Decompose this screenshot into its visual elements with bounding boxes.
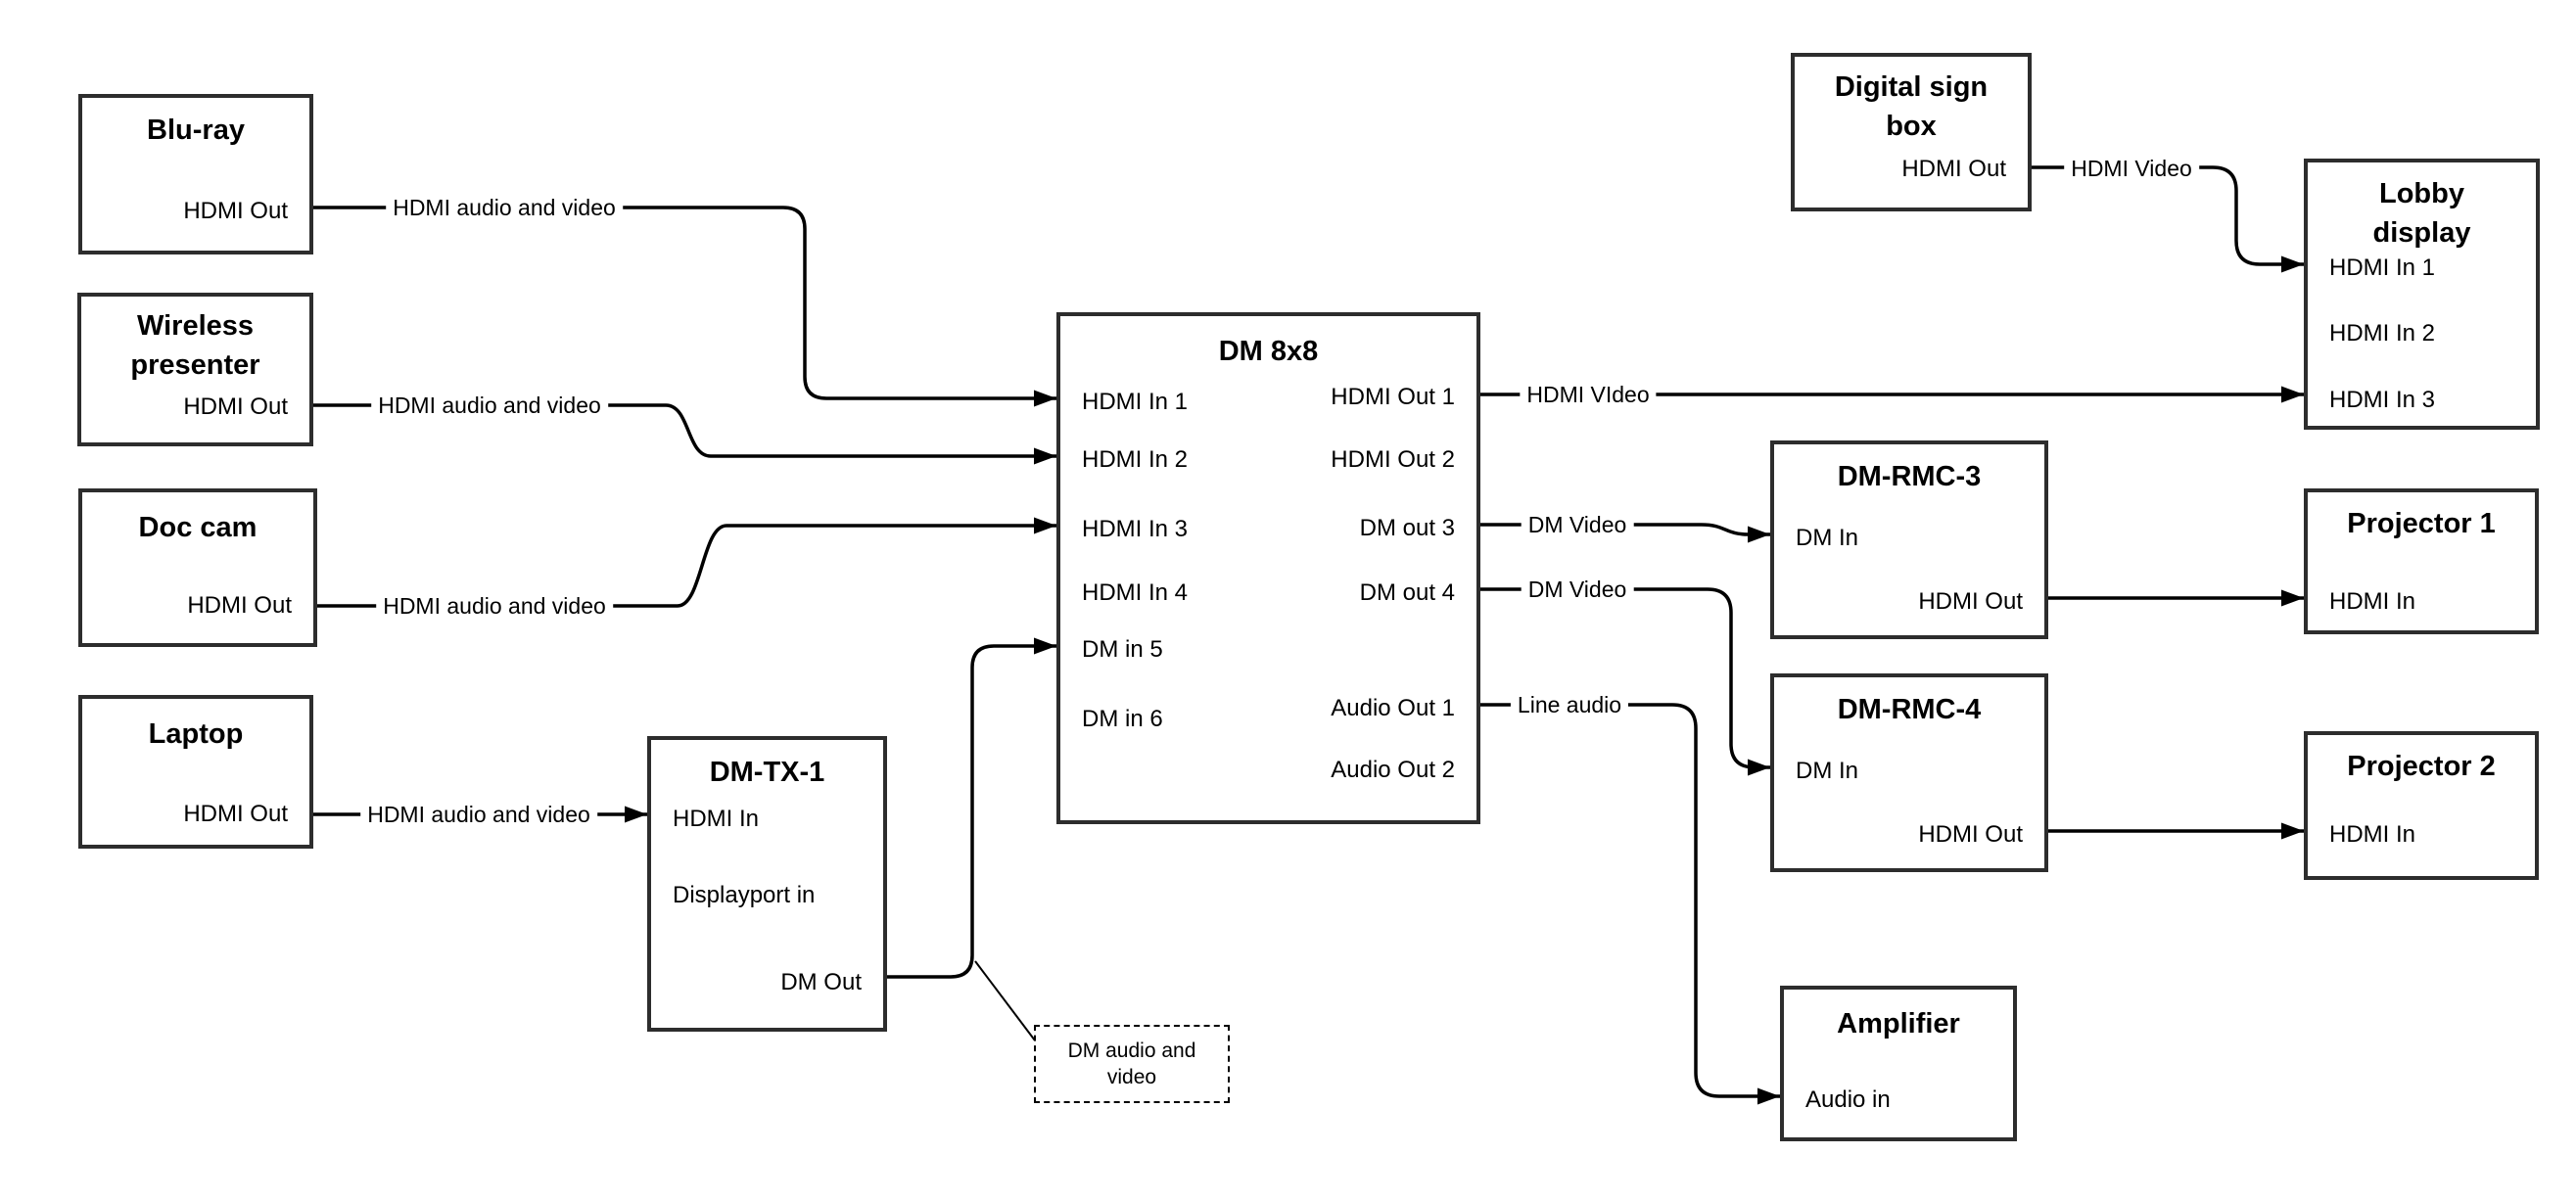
- projector-1-box: Projector 1 HDMI In: [2304, 488, 2539, 634]
- lobby-display-title: Lobby display: [2308, 174, 2536, 253]
- label-digital-sign-line: HDMI Video: [2064, 155, 2199, 182]
- amplifier-port-audio-in: Audio in: [1805, 1086, 1891, 1113]
- digital-sign-box: Digital sign box HDMI Out: [1791, 53, 2032, 211]
- connector-dm-out4-to-dmrmc4: [1480, 587, 1770, 776]
- label-dm-out-3-line: DM Video: [1521, 511, 1634, 538]
- wireless-presenter-port-hdmi-out: HDMI Out: [183, 393, 288, 420]
- projector-1-title: Projector 1: [2347, 508, 2496, 539]
- dm-audio-video-note: DM audio and video: [1034, 1025, 1230, 1103]
- dm-8x8-port-hdmi-out-1: HDMI Out 1: [1331, 384, 1455, 410]
- dm-8x8-port-hdmi-in-4: HDMI In 4: [1082, 579, 1189, 606]
- lobby-display-title-line2: display: [2372, 217, 2471, 249]
- connector-digitalsign-to-lobby-in1: [2032, 165, 2304, 273]
- connector-bluray-to-hdmi-in1: [313, 206, 1056, 407]
- dm-8x8-port-dm-in-5: DM in 5: [1082, 636, 1163, 663]
- wireless-presenter-title-line1: Wireless: [136, 310, 255, 342]
- dm-8x8-port-dm-in-6: DM in 6: [1082, 706, 1163, 732]
- dm-8x8-port-dm-out-3: DM out 3: [1359, 515, 1455, 541]
- projector-2-title: Projector 2: [2347, 751, 2496, 782]
- lobby-display-port-hdmi-in-1: HDMI In 1: [2329, 254, 2436, 281]
- lobby-display-port-hdmi-in-2: HDMI In 2: [2329, 320, 2436, 346]
- connector-dmtx1-to-dm-in5: [887, 637, 1056, 979]
- doc-cam-title: Doc cam: [138, 512, 258, 543]
- dm-8x8-port-hdmi-in-1: HDMI In 1: [1082, 389, 1189, 415]
- amplifier-box: Amplifier Audio in: [1780, 986, 2017, 1141]
- projector-2-port-hdmi-in: HDMI In: [2329, 821, 2416, 848]
- digital-sign-box-port-hdmi-out: HDMI Out: [1901, 156, 2006, 182]
- connector-audio-out1-to-amplifier: [1480, 703, 1780, 1105]
- label-laptop-line: HDMI audio and video: [360, 801, 597, 828]
- dm-8x8-port-hdmi-in-2: HDMI In 2: [1082, 446, 1189, 473]
- bluray-title: Blu-ray: [147, 115, 245, 146]
- label-wireless-line: HDMI audio and video: [371, 392, 608, 419]
- dm-rmc-4-port-hdmi-out: HDMI Out: [1918, 821, 2023, 848]
- amplifier-title: Amplifier: [1837, 1008, 1960, 1039]
- dm-8x8-box: DM 8x8 HDMI In 1 HDMI In 2 HDMI In 3 HDM…: [1056, 312, 1480, 824]
- digital-sign-box-title-line2: box: [1886, 111, 1937, 142]
- digital-sign-box-title: Digital sign box: [1795, 68, 2028, 146]
- digital-sign-box-title-line1: Digital sign: [1834, 71, 1989, 103]
- dm-rmc-3-box: DM-RMC-3 DM In HDMI Out: [1770, 440, 2048, 639]
- dm-rmc-4-title: DM-RMC-4: [1837, 694, 1982, 725]
- lobby-display-title-line1: Lobby: [2379, 178, 2464, 209]
- dm-8x8-port-dm-out-4: DM out 4: [1359, 579, 1455, 606]
- label-bluray-line: HDMI audio and video: [386, 194, 623, 221]
- dm-8x8-title: DM 8x8: [1218, 336, 1319, 367]
- laptop-title: Laptop: [148, 718, 244, 750]
- wireless-presenter-title-line2: presenter: [130, 349, 260, 381]
- bluray-box: Blu-ray HDMI Out: [78, 94, 313, 254]
- lobby-display-box: Lobby display HDMI In 1 HDMI In 2 HDMI I…: [2304, 159, 2540, 430]
- dm-8x8-port-audio-out-2: Audio Out 2: [1331, 757, 1455, 783]
- wireless-presenter-title: Wireless presenter: [81, 306, 309, 385]
- dm-audio-video-note-line1: DM audio and: [1067, 1039, 1196, 1062]
- bluray-port-hdmi-out: HDMI Out: [183, 198, 288, 224]
- dm-rmc-3-port-hdmi-out: HDMI Out: [1918, 588, 2023, 615]
- connector-doccam-to-hdmi-in3: [317, 517, 1056, 608]
- doc-cam-box: Doc cam HDMI Out: [78, 488, 317, 647]
- dm-8x8-port-audio-out-1: Audio Out 1: [1331, 695, 1455, 721]
- dm-rmc-4-port-dm-in: DM In: [1796, 758, 1859, 784]
- lobby-display-port-hdmi-in-3: HDMI In 3: [2329, 387, 2436, 413]
- dm-tx-1-port-displayport-in: Displayport in: [673, 882, 816, 908]
- dm-tx-1-title: DM-TX-1: [709, 757, 825, 788]
- projector-2-box: Projector 2 HDMI In: [2304, 731, 2539, 880]
- label-dm-out-4-line: DM Video: [1521, 576, 1634, 603]
- dm-rmc-3-title: DM-RMC-3: [1837, 461, 1982, 492]
- note-callout-line: [974, 960, 1036, 1041]
- laptop-box: Laptop HDMI Out: [78, 695, 313, 849]
- label-audio-out-1-line: Line audio: [1510, 691, 1629, 718]
- projector-1-port-hdmi-in: HDMI In: [2329, 588, 2416, 615]
- dm-rmc-4-box: DM-RMC-4 DM In HDMI Out: [1770, 673, 2048, 872]
- wireless-presenter-box: Wireless presenter HDMI Out: [77, 293, 313, 446]
- dm-tx-1-port-dm-out: DM Out: [780, 969, 862, 995]
- label-hdmi-out-1-line: HDMI VIdeo: [1520, 381, 1657, 408]
- dm-8x8-port-hdmi-in-3: HDMI In 3: [1082, 516, 1189, 542]
- dm-rmc-3-port-dm-in: DM In: [1796, 525, 1859, 551]
- connector-dm-out3-to-dmrmc3: [1480, 523, 1770, 543]
- dm-tx-1-box: DM-TX-1 HDMI In Displayport in DM Out: [647, 736, 887, 1032]
- laptop-port-hdmi-out: HDMI Out: [183, 801, 288, 827]
- connector-wireless-to-hdmi-in2: [313, 403, 1056, 465]
- doc-cam-port-hdmi-out: HDMI Out: [187, 592, 292, 619]
- label-doccam-line: HDMI audio and video: [376, 592, 613, 620]
- dm-8x8-port-hdmi-out-2: HDMI Out 2: [1331, 446, 1455, 473]
- dm-tx-1-port-hdmi-in: HDMI In: [673, 806, 760, 832]
- dm-audio-video-note-line2: video: [1106, 1066, 1157, 1088]
